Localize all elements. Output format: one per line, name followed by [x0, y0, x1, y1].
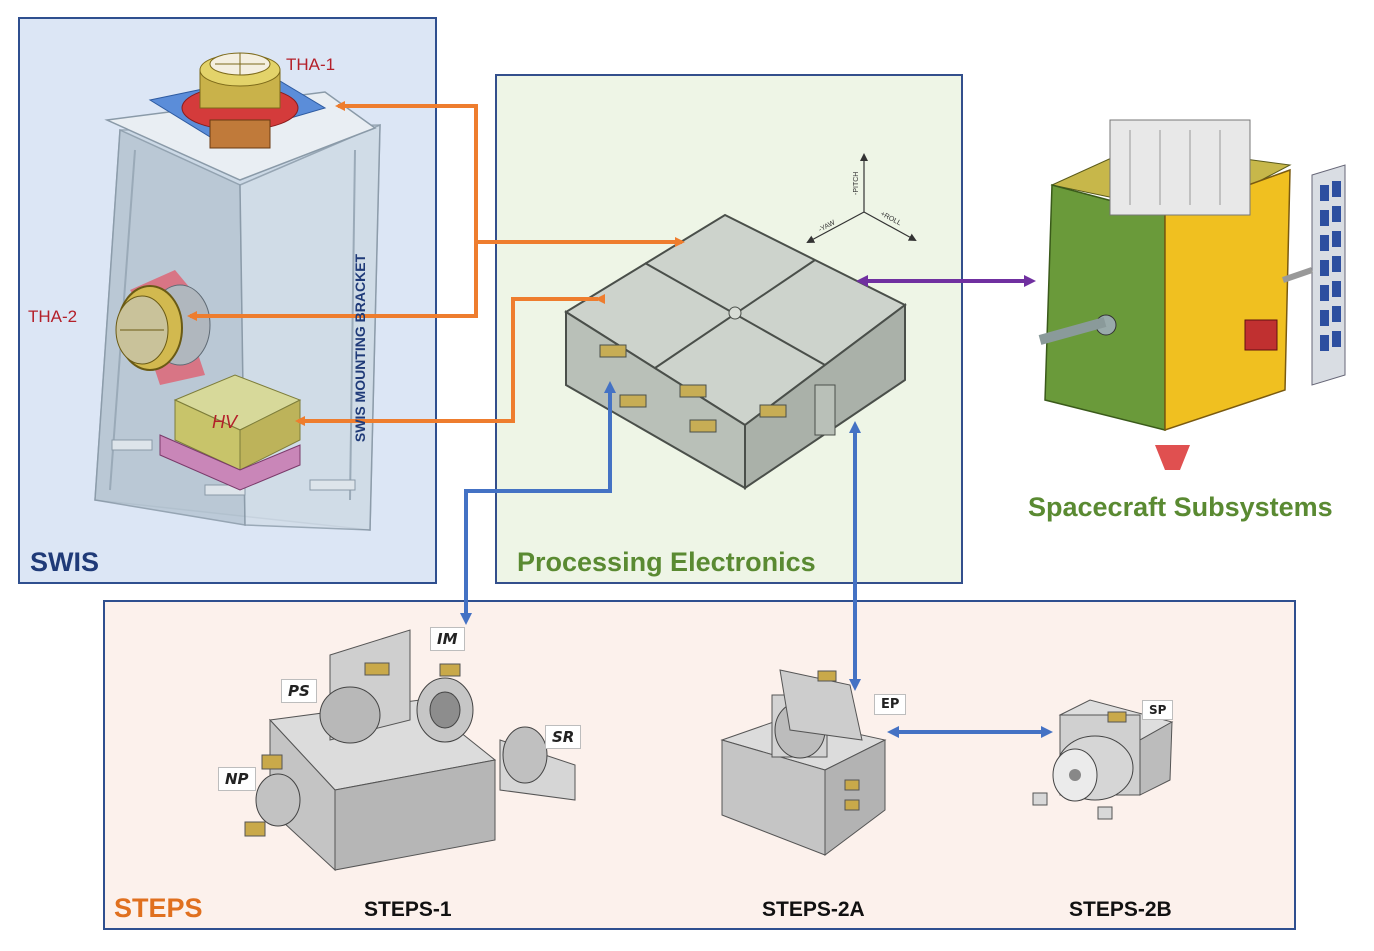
hv-box-illustration	[159, 374, 302, 491]
steps2a-illustration	[720, 669, 887, 856]
swis-mounting-bracket-label: SWIS MOUNTING BRACKET	[352, 253, 368, 443]
blue-connector-arrows	[460, 381, 1053, 738]
ps-tag: PS	[281, 679, 317, 703]
np-tag: NP	[218, 767, 256, 791]
hv-label: HV	[212, 412, 238, 432]
steps-label: STEPS	[114, 893, 203, 923]
orange-connector-arrows	[187, 101, 685, 426]
sp-tag: SP	[1142, 700, 1174, 720]
tha1-label: THA-1	[286, 55, 336, 74]
steps1-caption: STEPS-1	[364, 898, 452, 921]
steps2b-caption: STEPS-2B	[1069, 898, 1172, 921]
spacecraft-illustration	[1038, 119, 1346, 470]
tha2-label: THA-2	[28, 307, 78, 326]
pitch-axis-label: -PITCH	[853, 172, 860, 195]
tha2-sensor-illustration	[115, 270, 211, 385]
processing-electronics-box-illustration	[564, 213, 907, 490]
attitude-axes-illustration	[806, 153, 917, 243]
steps1-illustration	[244, 629, 576, 872]
ep-tag: EP	[874, 694, 907, 715]
steps2b-illustration	[1032, 699, 1174, 820]
sr-tag: SR	[545, 725, 582, 749]
swis-label: SWIS	[30, 547, 100, 577]
tha1-sensor-illustration	[148, 52, 327, 149]
im-tag: IM	[430, 627, 465, 651]
spacecraft-subsystems-label: Spacecraft Subsystems	[1028, 492, 1333, 522]
roll-axis-label: +ROLL	[879, 211, 902, 228]
steps2a-caption: STEPS-2A	[762, 898, 865, 921]
